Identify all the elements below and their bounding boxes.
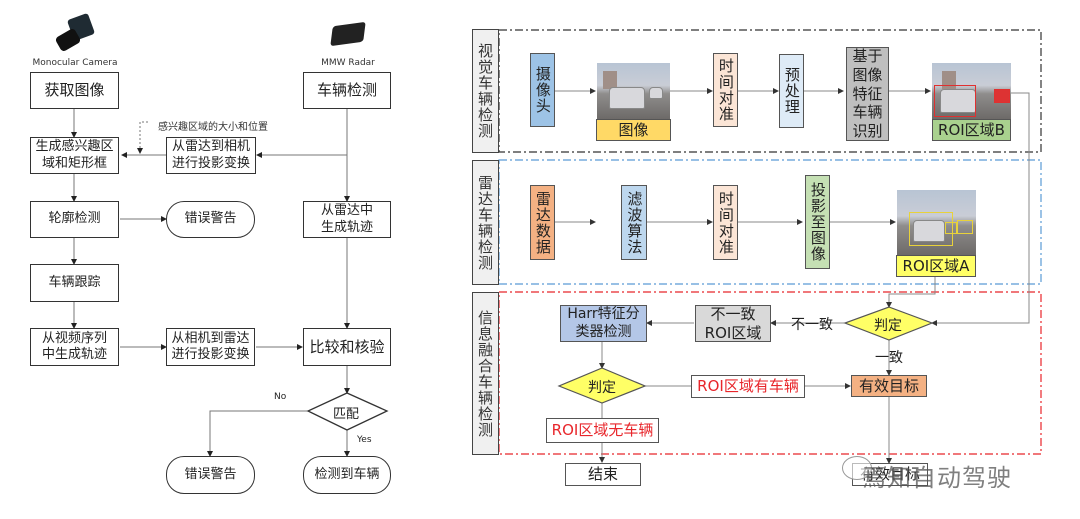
no-label: No xyxy=(274,392,287,402)
radar-caption: MMW Radar xyxy=(321,58,375,68)
vision-section-frame xyxy=(498,29,1042,153)
yes-label: Yes xyxy=(357,435,372,445)
time-align-box-radar: 时间对准 xyxy=(713,185,738,260)
vehicle-detected-box: 检测到车辆 xyxy=(303,456,391,494)
roi-has-vehicle-box: ROI区域有车辆 xyxy=(691,375,805,398)
error-warning-box-2: 错误警告 xyxy=(166,456,255,494)
valid-target-box: 有效目标 xyxy=(851,375,927,397)
judge-label-2: 判定 xyxy=(588,380,616,396)
radar-to-cam-box: 从雷达到相机 进行投影变换 xyxy=(166,137,256,174)
watermark-text: 焉知自动驾驶 xyxy=(862,464,1012,492)
judge-diamond-1 xyxy=(843,306,934,341)
acquire-image-box: 获取图像 xyxy=(30,72,119,109)
inconsistent-roi-box: 不一致 ROI区域 xyxy=(695,305,771,342)
end-box: 结束 xyxy=(565,463,641,486)
match-diamond xyxy=(306,392,389,431)
radar-icon xyxy=(328,18,368,48)
fusion-section-label: 信息融合车辆检测 xyxy=(472,292,499,455)
image-label-box: 图像 xyxy=(596,119,671,141)
vehicle-detect-box: 车辆检测 xyxy=(303,72,391,109)
compare-verify-box: 比较和核验 xyxy=(303,328,391,366)
radar-data-box: 雷达数据 xyxy=(530,185,555,260)
video-track-box: 从视频序列 中生成轨迹 xyxy=(30,328,119,366)
contour-detect-box: 轮廓检测 xyxy=(30,201,119,238)
roi-no-vehicle-box: ROI区域无车辆 xyxy=(546,418,659,443)
project-to-image-box: 投影至图像 xyxy=(805,175,830,269)
camera-caption: Monocular Camera xyxy=(32,58,118,68)
radar-track-box: 从雷达中 生成轨迹 xyxy=(303,201,391,238)
camera-box: 摄像头 xyxy=(530,53,555,127)
wechat-icon xyxy=(842,456,872,480)
roi-b-label-box: ROI区域B xyxy=(932,119,1011,141)
camera-icon xyxy=(54,12,96,53)
cam-to-radar-box: 从相机到雷达 进行投影变换 xyxy=(166,328,255,366)
feature-recognition-box: 基于图像特征车辆识别 xyxy=(846,47,889,141)
consistent-label: 一致 xyxy=(875,350,903,366)
judge-label-1: 判定 xyxy=(874,318,902,334)
roi-a-label-box: ROI区域A xyxy=(896,255,976,277)
radar-section-frame xyxy=(498,159,1042,285)
time-align-box-vision: 时间对准 xyxy=(713,53,738,127)
roi-b-thumbnail xyxy=(932,63,1011,119)
roi-note: 感兴趣区域的大小和位置 xyxy=(158,122,268,133)
preprocess-box: 预处理 xyxy=(779,54,804,128)
radar-section-label: 雷达车辆检测 xyxy=(472,160,499,285)
gen-roi-box: 生成感兴趣区 域和矩形框 xyxy=(30,137,119,174)
inconsistent-label: 不一致 xyxy=(791,317,833,333)
road-image-thumbnail xyxy=(597,63,670,119)
match-label: 匹配 xyxy=(333,407,360,422)
roi-a-thumbnail xyxy=(897,190,976,255)
vision-section-label: 视觉车辆检测 xyxy=(472,29,499,153)
error-warning-box-1: 错误警告 xyxy=(166,201,255,238)
vehicle-tracking-box: 车辆跟踪 xyxy=(30,264,119,302)
judge-diamond-2 xyxy=(557,367,647,404)
filter-algorithm-box: 滤波算法 xyxy=(621,185,647,260)
harr-detect-box: Harr特征分 类器检测 xyxy=(560,305,647,342)
